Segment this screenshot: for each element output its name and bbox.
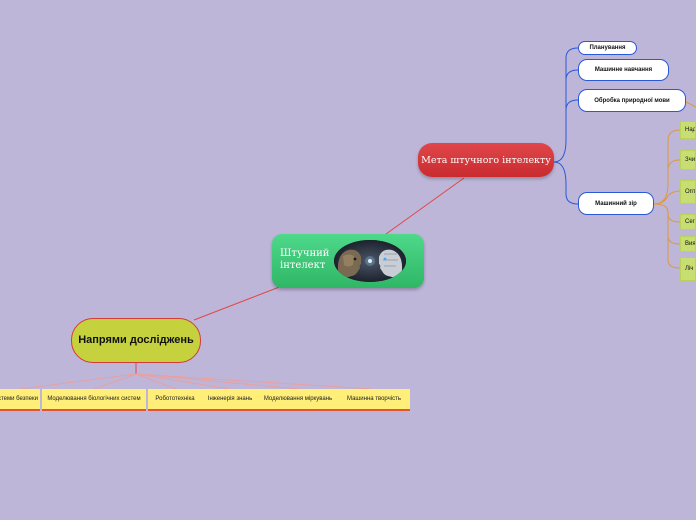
central-topic-label: Штучний інтелект (280, 248, 330, 271)
link-dir-4 (135, 373, 231, 390)
link-dir-6 (135, 373, 373, 390)
central-topic[interactable]: Штучний інтелект (272, 234, 424, 288)
vision-child[interactable]: Вия (680, 236, 696, 252)
directions-topic[interactable]: Напрями досліджень (71, 318, 201, 363)
subtopic-planning[interactable]: Планування (578, 41, 637, 55)
ai-heads-image (334, 240, 406, 282)
link-vision-3 (653, 190, 681, 205)
link-vision-1 (653, 129, 681, 205)
link-goal-ml (565, 69, 579, 81)
link-vision-4 (653, 203, 681, 223)
goal-topic[interactable]: Мета штучного інтелекту (418, 143, 554, 177)
vision-child[interactable]: Сег (680, 214, 696, 230)
direction-item[interactable]: Моделювання міркувань (258, 389, 338, 411)
link-goal-planning (553, 47, 579, 163)
direction-item[interactable]: Моделювання біологічних систем (42, 389, 146, 411)
subtopic-nlp[interactable]: Обробка природної мови (578, 89, 686, 112)
direction-item[interactable]: Робототехніка (148, 389, 202, 411)
link-dir-2 (93, 373, 137, 390)
subtopic-machine-learning[interactable]: Машинне навчання (578, 59, 669, 81)
direction-item[interactable]: Інженерія знань (202, 389, 258, 411)
link-dir-1 (19, 373, 137, 390)
vision-child[interactable]: Зчи (680, 150, 696, 170)
link-dir-3 (135, 373, 177, 390)
direction-item[interactable]: Системи безпеки (0, 389, 40, 411)
link-vision-6 (667, 236, 681, 269)
link-dir-5 (135, 373, 301, 390)
vision-child[interactable]: Ліч (680, 257, 696, 281)
link-central-goal (385, 177, 465, 235)
vision-child[interactable]: Над (680, 121, 696, 139)
link-nlp-out (685, 101, 696, 108)
link-central-directions (193, 285, 283, 321)
vision-child[interactable]: Опт (680, 180, 696, 204)
link-goal-nlp (565, 99, 579, 111)
subtopic-machine-vision[interactable]: Машинний зір (578, 192, 654, 215)
link-goal-vision (553, 161, 579, 205)
link-vision-2 (667, 159, 681, 171)
direction-item[interactable]: Машинна творчість (338, 389, 410, 411)
